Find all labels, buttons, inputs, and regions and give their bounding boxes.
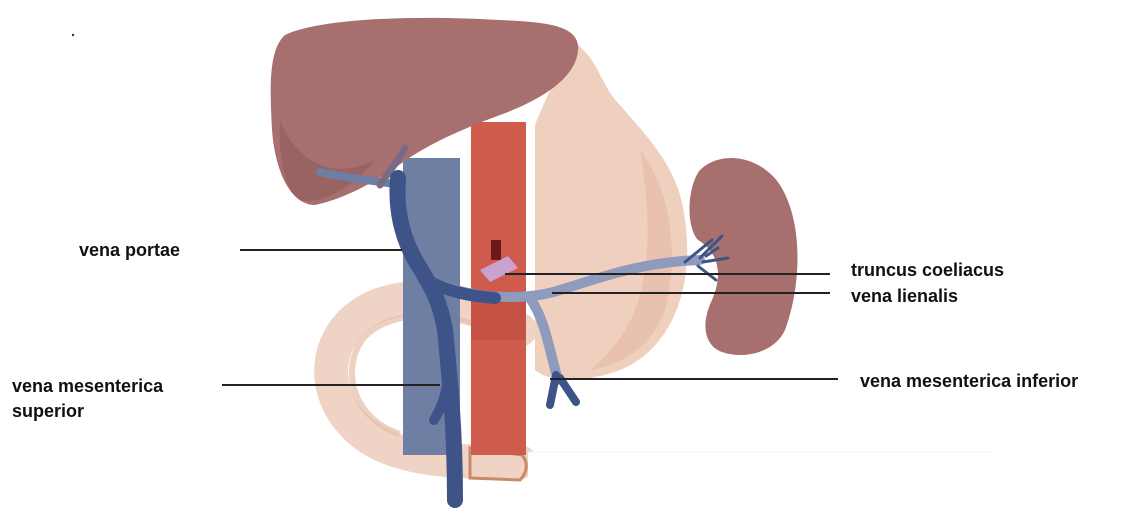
label-truncus-coeliacus: truncus coeliacus [851,260,1004,280]
image-mask [528,452,990,523]
stray-dot [72,34,74,36]
label-vena-mesenterica-superior-line1: vena mesenterica [12,376,164,396]
aorta [471,122,526,455]
aorta-shadow [471,300,526,340]
label-vena-lienalis: vena lienalis [851,286,958,306]
celiac-trunk-stub [491,240,501,260]
label-vena-portae: vena portae [79,240,180,260]
label-vena-mesenterica-inferior: vena mesenterica inferior [860,371,1078,391]
label-vena-mesenterica-superior-line2: superior [12,401,84,421]
